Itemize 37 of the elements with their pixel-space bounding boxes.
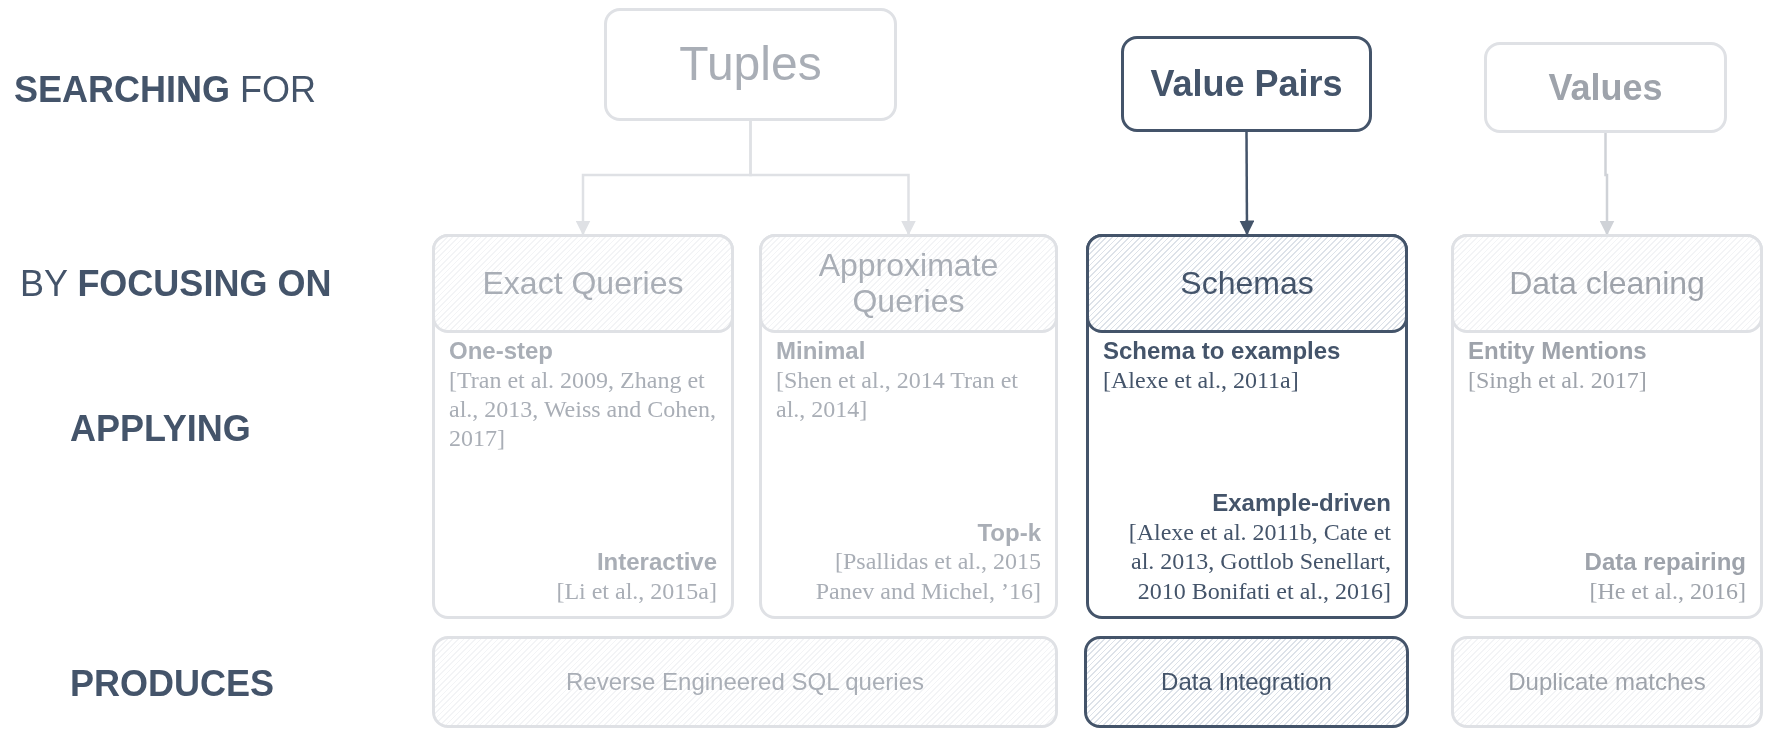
citation-text: [Shen et al., 2014 Tran et al., 2014] [776,365,1019,425]
method-heading: Data repairing [1584,547,1746,577]
method-heading: Entity Mentions [1468,337,1647,366]
method-heading: Top-k [977,518,1041,548]
citation-text: [Singh et al. 2017] [1468,365,1647,395]
method-heading: One-step [449,337,553,366]
category-box: Value Pairs [1121,36,1372,132]
column-panel [432,234,734,619]
arrow [749,121,916,236]
row-label: PRODUCES [70,666,275,702]
row-label: SEARCHING FOR [14,72,317,108]
column-panel [1086,234,1408,619]
row-label: APPLYING [70,411,251,447]
citation-text: [He et al., 2016] [1589,576,1746,606]
category-header: Data cleaning [1451,234,1763,333]
category-box: Duplicate matches [1451,636,1763,728]
citation-text: [Li et al., 2015a] [556,576,717,606]
citation-text: [Psallidas et al., 2015 Panev and Michel, ’16] [814,547,1041,606]
category-box: Reverse Engineered SQL queries [432,636,1058,728]
category-header: Exact Queries [432,234,734,333]
citation-text: [Alexe et al., 2011a] [1103,365,1299,395]
citation-text: [Alexe et al. 2011b, Cate et al. 2013, Gottlob Senellart, 2010 Bonifati et al., 2016] [1127,518,1391,606]
category-header: Schemas [1086,234,1408,333]
method-heading: Minimal [776,337,866,366]
arrow [1239,132,1255,236]
method-heading: Schema to examples [1103,337,1341,366]
arrow [1599,133,1615,236]
category-header: Approximate Queries [759,234,1058,333]
column-panel [759,234,1058,619]
column-panel [1451,234,1763,619]
category-box: Tuples [604,8,897,121]
citation-text: [Tran et al. 2009, Zhang et al., 2013, Weiss and Cohen, 2017] [449,365,717,454]
row-label: BY FOCUSING ON [20,266,332,302]
category-box: Data Integration [1084,636,1409,728]
method-heading: Example-driven [1212,489,1391,519]
category-box: Values [1484,42,1727,133]
method-heading: Interactive [596,547,717,577]
